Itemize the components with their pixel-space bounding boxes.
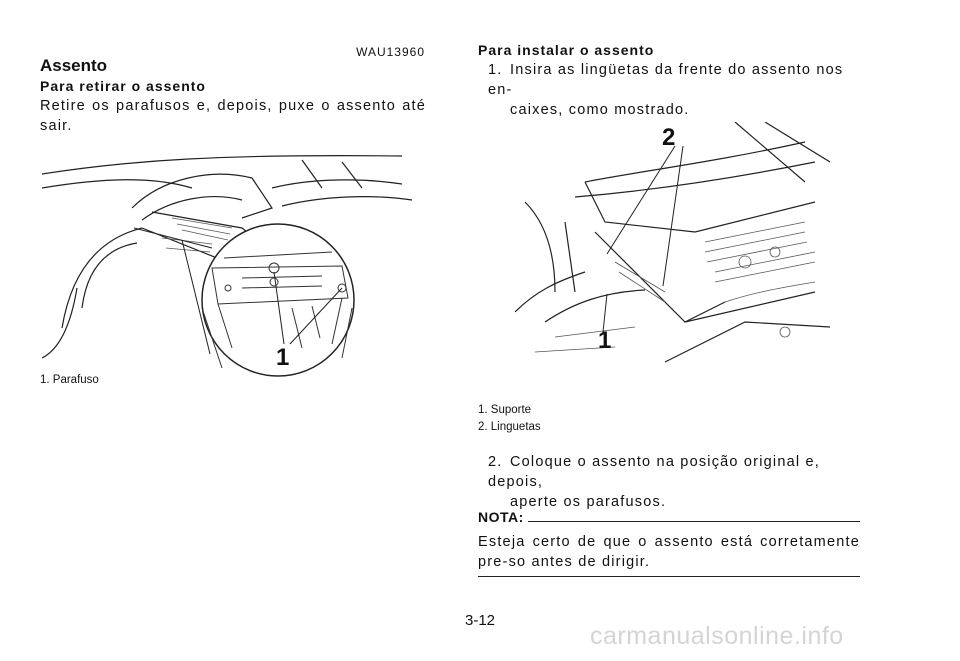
seat-removal-figure: 1 bbox=[41, 148, 426, 380]
note-footer-rule bbox=[478, 576, 860, 577]
section-title: Assento bbox=[40, 56, 108, 75]
note-header: NOTA: bbox=[478, 509, 860, 525]
step-1-number: 1. bbox=[488, 62, 503, 78]
document-code: WAU13960 bbox=[356, 45, 425, 59]
figure-callout-1: 1 bbox=[276, 344, 290, 371]
figure-callout-1-right: 1 bbox=[598, 327, 612, 354]
right-caption-list: 1. Suporte 2. Linguetas bbox=[478, 402, 541, 436]
step-2-number: 2. bbox=[488, 454, 503, 470]
seat-install-figure: 2 1 bbox=[514, 121, 831, 370]
step-1-line-1: Insira as lingüetas da frente do assento… bbox=[488, 62, 844, 98]
removal-subtitle: Para retirar o assento bbox=[40, 78, 206, 94]
watermark: carmanualsonline.info bbox=[590, 622, 844, 650]
install-step-2: 2.Coloque o assento na posição original … bbox=[488, 452, 860, 512]
removal-paragraph: Retire os parafusos e, depois, puxe o as… bbox=[40, 98, 426, 134]
page-number: 3-12 bbox=[464, 612, 496, 629]
note-text: Esteja certo de que o assento está corre… bbox=[478, 534, 860, 570]
caption-bolt: 1. Parafuso bbox=[40, 374, 99, 386]
install-subtitle: Para instalar o assento bbox=[478, 42, 655, 58]
figure-callout-2: 2 bbox=[662, 124, 676, 151]
step-1-line-2: caixes, como mostrado. bbox=[510, 102, 690, 118]
seat-install-illustration bbox=[514, 121, 831, 363]
seat-removal-illustration bbox=[41, 155, 413, 377]
install-step-1: 1.Insira as lingüetas da frente do assen… bbox=[488, 60, 860, 120]
note-header-rule bbox=[527, 521, 860, 522]
note-label: NOTA: bbox=[478, 509, 524, 525]
caption-support: 1. Suporte bbox=[478, 404, 532, 416]
left-caption-list: 1. Parafuso bbox=[40, 372, 99, 389]
step-2-line-2: aperte os parafusos. bbox=[510, 494, 667, 510]
step-2-line-1: Coloque o assento na posição original e,… bbox=[488, 454, 820, 490]
caption-tabs: 2. Linguetas bbox=[478, 421, 541, 433]
